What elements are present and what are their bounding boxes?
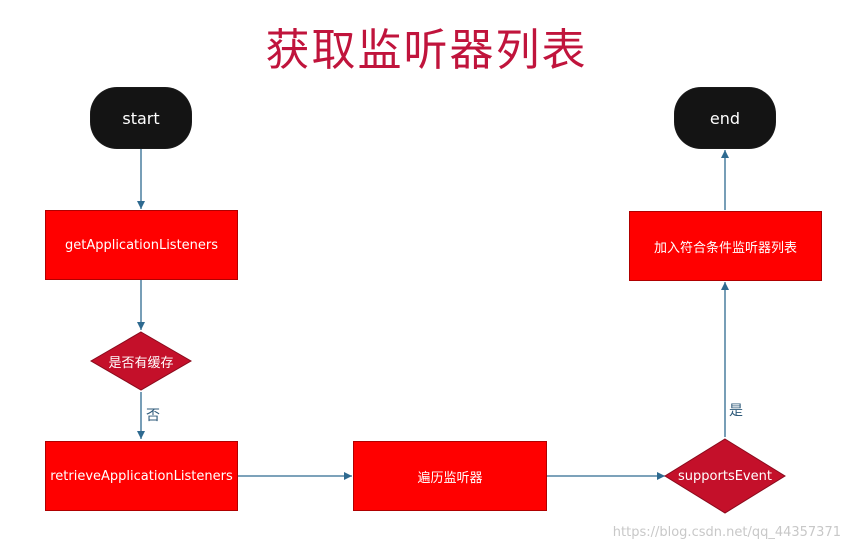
- process-add-matching-listeners: 加入符合条件监听器列表: [629, 211, 822, 281]
- process-add-matching-listeners-label: 加入符合条件监听器列表: [653, 240, 797, 256]
- end-node-label: end: [709, 108, 741, 128]
- decision-supports-event: supportsEvent: [665, 439, 785, 513]
- start-node: start: [91, 88, 191, 148]
- decision-supports-event-label: supportsEvent: [678, 468, 772, 484]
- process-retrieve-application-listeners-label: retrieveApplicationListeners: [50, 468, 233, 484]
- watermark-text: https://blog.csdn.net/qq_44357371: [612, 525, 841, 540]
- decision-has-cache: 是否有缓存: [91, 332, 191, 390]
- diagram-title: 获取监听器列表: [265, 25, 588, 76]
- decision-supports-event-shape: [664, 438, 786, 514]
- decision-has-cache-label: 是否有缓存: [108, 355, 174, 371]
- end-node: end: [675, 88, 775, 148]
- start-node-label: start: [122, 108, 160, 128]
- decision-has-cache-shape: [90, 331, 192, 391]
- edge-label-no: 否: [146, 408, 160, 424]
- process-traverse-listeners-label: 遍历监听器: [417, 470, 483, 486]
- process-get-application-listeners-label: getApplicationListeners: [64, 237, 219, 253]
- process-traverse-listeners: 遍历监听器: [353, 441, 547, 511]
- process-get-application-listeners: getApplicationListeners: [45, 210, 238, 280]
- edge-label-yes: 是: [729, 403, 743, 419]
- process-retrieve-application-listeners: retrieveApplicationListeners: [45, 441, 238, 511]
